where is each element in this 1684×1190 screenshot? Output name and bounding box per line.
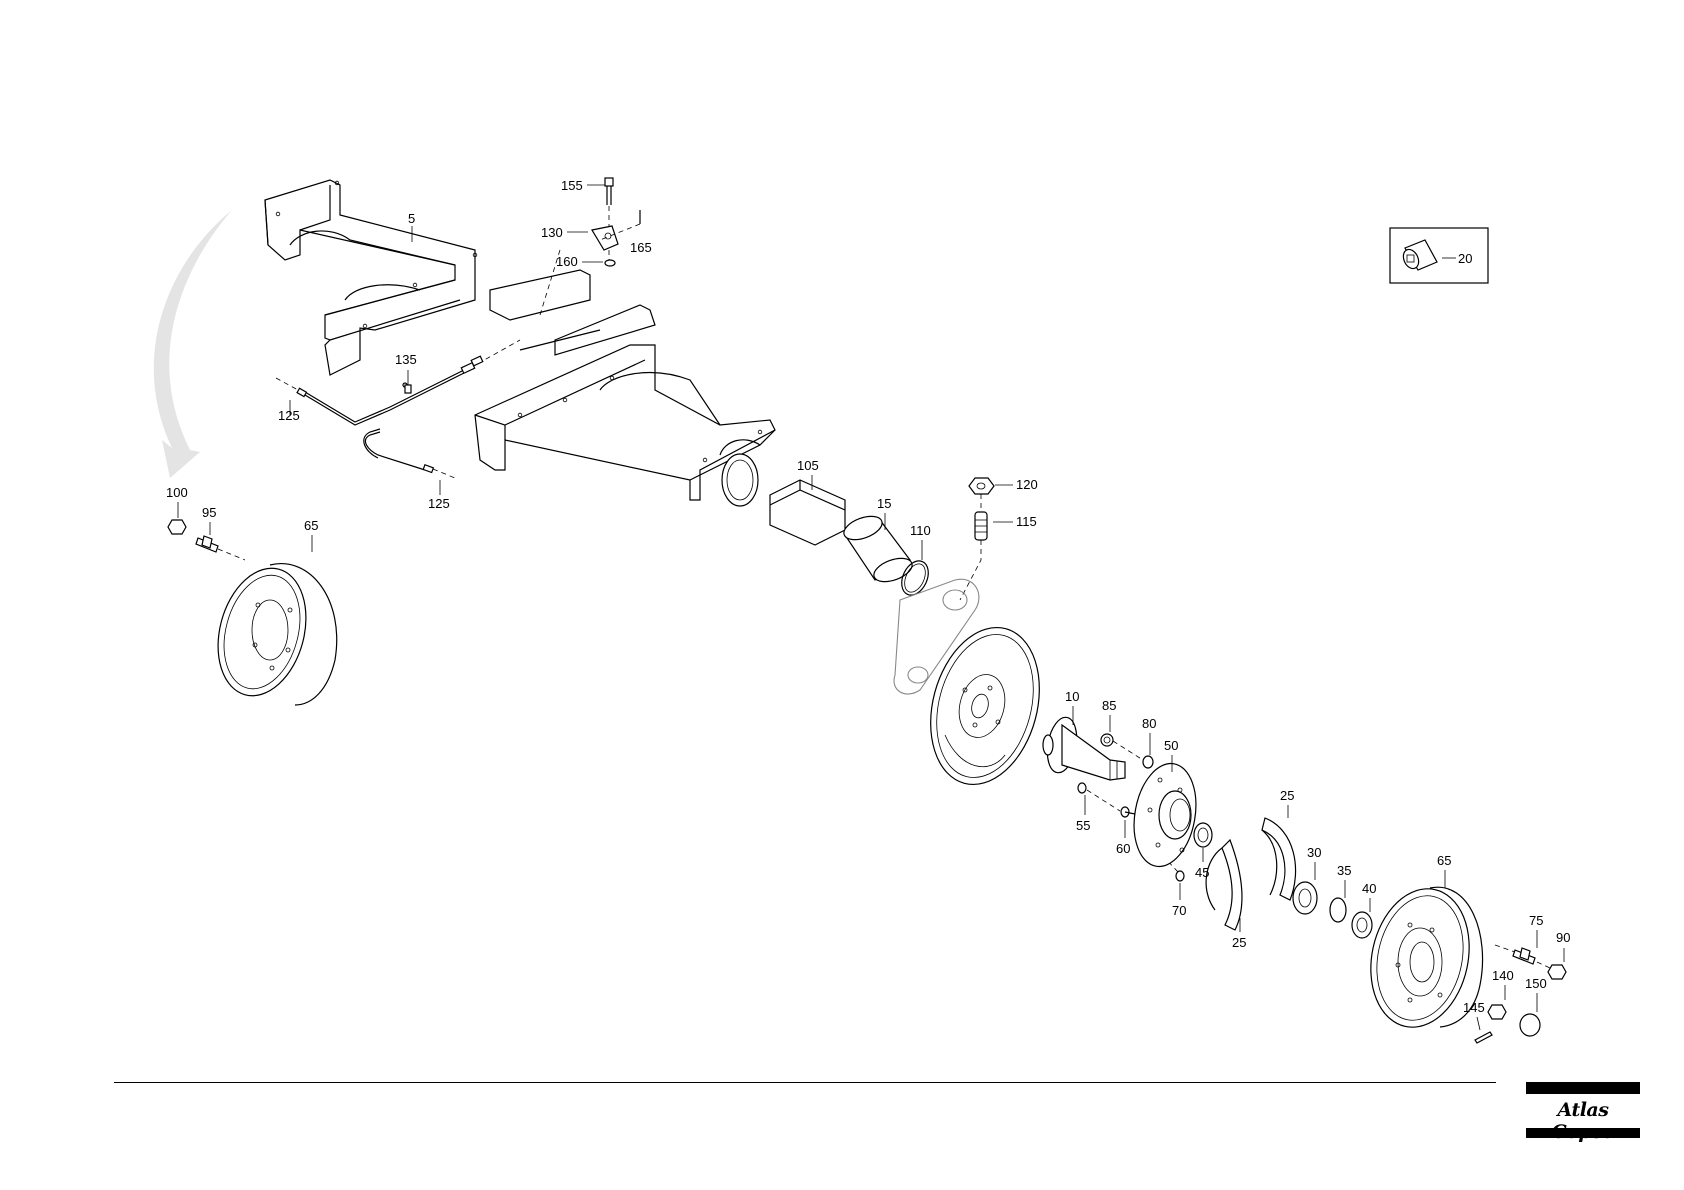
rubber-block-105	[770, 480, 845, 545]
nut-120	[969, 478, 994, 494]
brake-backplate	[914, 615, 1056, 796]
callout-135: 135	[395, 352, 417, 367]
callout-90: 90	[1556, 930, 1570, 945]
callout-80: 80	[1142, 716, 1156, 731]
callout-85: 85	[1102, 698, 1116, 713]
callout-140: 140	[1492, 968, 1514, 983]
callout-30: 30	[1307, 845, 1321, 860]
brake-shoe-upper-25	[1262, 818, 1296, 900]
callout-45: 45	[1195, 865, 1209, 880]
callout-25-upper: 25	[1280, 788, 1294, 803]
callout-50: 50	[1164, 738, 1178, 753]
wheel-nut-90	[1548, 965, 1566, 979]
atlas-copco-logo: Atlas Copco	[1526, 1082, 1640, 1138]
curved-arrow	[154, 210, 232, 478]
castle-nut-140	[1488, 1005, 1506, 1019]
callout-35: 35	[1337, 863, 1351, 878]
clevis-pin-135	[405, 385, 411, 393]
callout-65-right: 65	[1437, 853, 1451, 868]
callout-40: 40	[1362, 881, 1376, 896]
axle-frame	[265, 180, 775, 506]
bearing-30	[1293, 882, 1317, 914]
callout-95: 95	[202, 505, 216, 520]
footer-rule	[114, 1082, 1496, 1083]
callout-130: 130	[541, 225, 563, 240]
callout-100: 100	[166, 485, 188, 500]
bearing-40	[1352, 912, 1372, 938]
bushing-15	[841, 512, 915, 586]
callout-160: 160	[556, 254, 578, 269]
logo-bar-bottom	[1526, 1128, 1640, 1138]
callout-15: 15	[877, 496, 891, 511]
ring-35	[1330, 898, 1346, 922]
brake-shoe-lower-25	[1206, 840, 1242, 930]
logo-bar-top	[1526, 1082, 1640, 1094]
callout-115: 115	[1016, 514, 1037, 529]
callout-65-left: 65	[304, 518, 318, 533]
callout-125-lower: 125	[428, 496, 450, 511]
wheel-nut-100	[168, 520, 186, 534]
stub-axle-10	[1043, 715, 1125, 780]
callout-125-upper: 125	[278, 408, 300, 423]
hub-50	[1126, 759, 1203, 872]
callout-60: 60	[1116, 841, 1130, 856]
callout-155: 155	[561, 178, 583, 193]
wheel-bolt-95	[196, 536, 245, 560]
callout-5: 5	[408, 211, 415, 226]
callout-70: 70	[1172, 903, 1186, 918]
callout-145: 145	[1463, 1000, 1485, 1015]
brake-drum-left-65	[205, 558, 337, 705]
callout-120: 120	[1016, 477, 1038, 492]
wheel-bolt-75	[1513, 948, 1535, 964]
callout-110: 110	[910, 523, 931, 538]
callout-25-lower: 25	[1232, 935, 1246, 950]
callout-150: 150	[1525, 976, 1547, 991]
hub-cap-150	[1520, 1014, 1540, 1036]
callout-20: 20	[1458, 251, 1472, 266]
inset-box-20	[1390, 228, 1488, 283]
cotter-pin-145	[1475, 1032, 1492, 1043]
callout-10: 10	[1065, 689, 1079, 704]
callout-105: 105	[797, 458, 819, 473]
callout-55: 55	[1076, 818, 1090, 833]
callout-75: 75	[1529, 913, 1543, 928]
callout-165: 165	[630, 240, 652, 255]
